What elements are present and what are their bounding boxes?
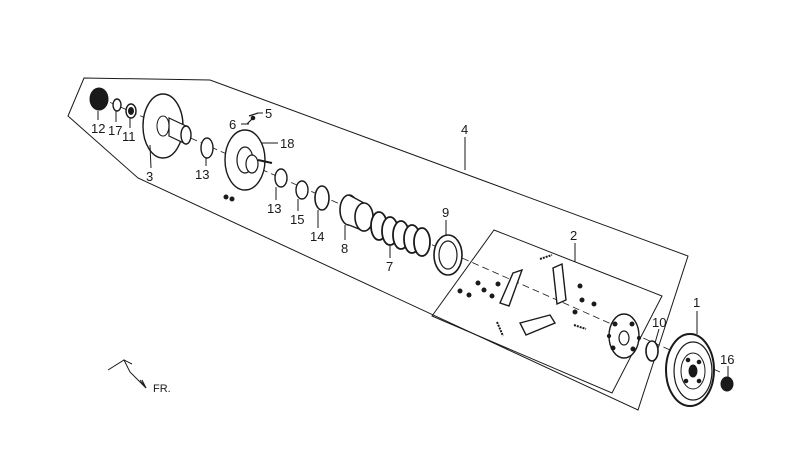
callout-4: 4 [461,122,468,137]
clutch-part-2 [457,254,642,359]
callout-17: 17 [108,123,122,138]
callout-2: 2 [570,228,577,243]
plate-part-18 [223,129,273,202]
ring-part-13-a [200,137,214,159]
assembly-outline [67,77,689,411]
callout-13-a: 13 [195,167,209,182]
callout-11: 11 [122,129,136,144]
pin-part-6 [246,115,256,125]
clutch-shoe-lower [518,314,557,336]
ring-part-14 [314,185,330,211]
collar-part-8 [339,194,374,233]
callout-14: 14 [310,229,324,244]
front-direction-arrow-icon [107,359,147,389]
bearing-part-11 [125,103,137,119]
leader-lines [97,111,729,378]
clutch-shoe-upper-left [499,268,524,307]
nut-part-16 [720,376,734,392]
nut-part-12 [89,87,109,111]
callout-15: 15 [290,212,304,227]
callout-13-b: 13 [267,201,281,216]
clutch-shoe-upper-right [552,262,567,306]
callout-6: 6 [229,117,236,132]
callout-9: 9 [442,205,449,220]
callout-5: 5 [265,106,272,121]
plate-part-3 [142,93,192,159]
ring-part-9 [433,234,463,276]
pin-part-5 [248,112,259,117]
callout-7: 7 [386,259,393,274]
front-direction-label: FR. [153,383,171,395]
washer-part-17 [112,98,122,112]
clutch-subassembly-outline [431,229,663,394]
washer-part-10 [645,340,659,362]
callout-18: 18 [280,136,294,151]
callout-12: 12 [91,121,105,136]
ring-part-13-b [274,168,288,188]
callout-10: 10 [652,315,666,330]
callout-1: 1 [693,295,700,310]
callout-3: 3 [146,169,153,184]
callout-8: 8 [341,241,348,256]
spring-part-7 [370,211,431,257]
drum-part-1 [665,333,715,407]
ring-part-15 [295,180,309,200]
callout-16: 16 [720,352,734,367]
